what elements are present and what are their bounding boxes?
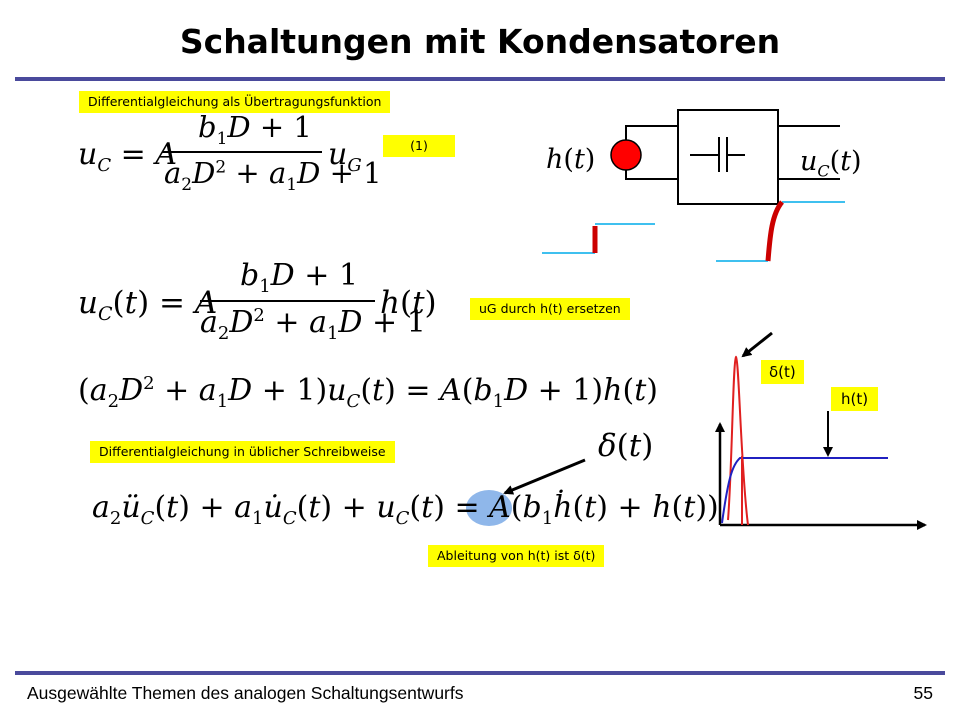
- input-step-sketch: [542, 223, 655, 254]
- derivative-label: Ableitung von h(t) ist δ(t): [428, 545, 605, 567]
- substitute-label: uG durch h(t) ersetzen: [470, 298, 630, 320]
- equation-3: (a2D2 + a1D + 1)uC(t) = A(b1D + 1)h(t): [78, 373, 658, 412]
- delta-curve: [727, 355, 749, 526]
- page-number: 55: [913, 683, 933, 703]
- slide-title: Schaltungen mit Kondensatoren: [179, 22, 781, 61]
- fraction-bar-1: [162, 151, 322, 153]
- output-response-sketch: [716, 200, 845, 262]
- footer-rule: [15, 671, 945, 675]
- response-plot: [715, 331, 927, 530]
- source-icon: [610, 139, 642, 171]
- delta-plot-arrow: [741, 331, 773, 358]
- usual-form-label: Differentialgleichung in üblicher Schrei…: [90, 441, 395, 463]
- delta-arrow: [503, 458, 586, 495]
- circuit: [625, 109, 840, 205]
- delta-plot-label: δ(t): [761, 360, 804, 384]
- title-rule: [15, 77, 945, 81]
- equation-4: a2üC(t) + a1u̇C(t) + uC(t) = A(b1ḣ(t) + …: [92, 490, 719, 529]
- circuit-box: [677, 109, 779, 205]
- response-curve: [721, 457, 888, 524]
- emphasis-ellipse: [466, 490, 512, 526]
- delta-annotation: δ(t): [598, 428, 654, 464]
- fraction-bar-2: [200, 300, 375, 302]
- transfer-function-label: Differentialgleichung als Übertragungsfu…: [79, 91, 391, 113]
- footer-course-title: Ausgewählte Themen des analogen Schaltun…: [27, 683, 464, 703]
- circuit-input-label: h(t): [546, 144, 596, 175]
- step-plot-label: h(t): [831, 387, 879, 411]
- equation-number-label: (1): [383, 135, 455, 157]
- circuit-output-label: uC(t): [800, 146, 862, 181]
